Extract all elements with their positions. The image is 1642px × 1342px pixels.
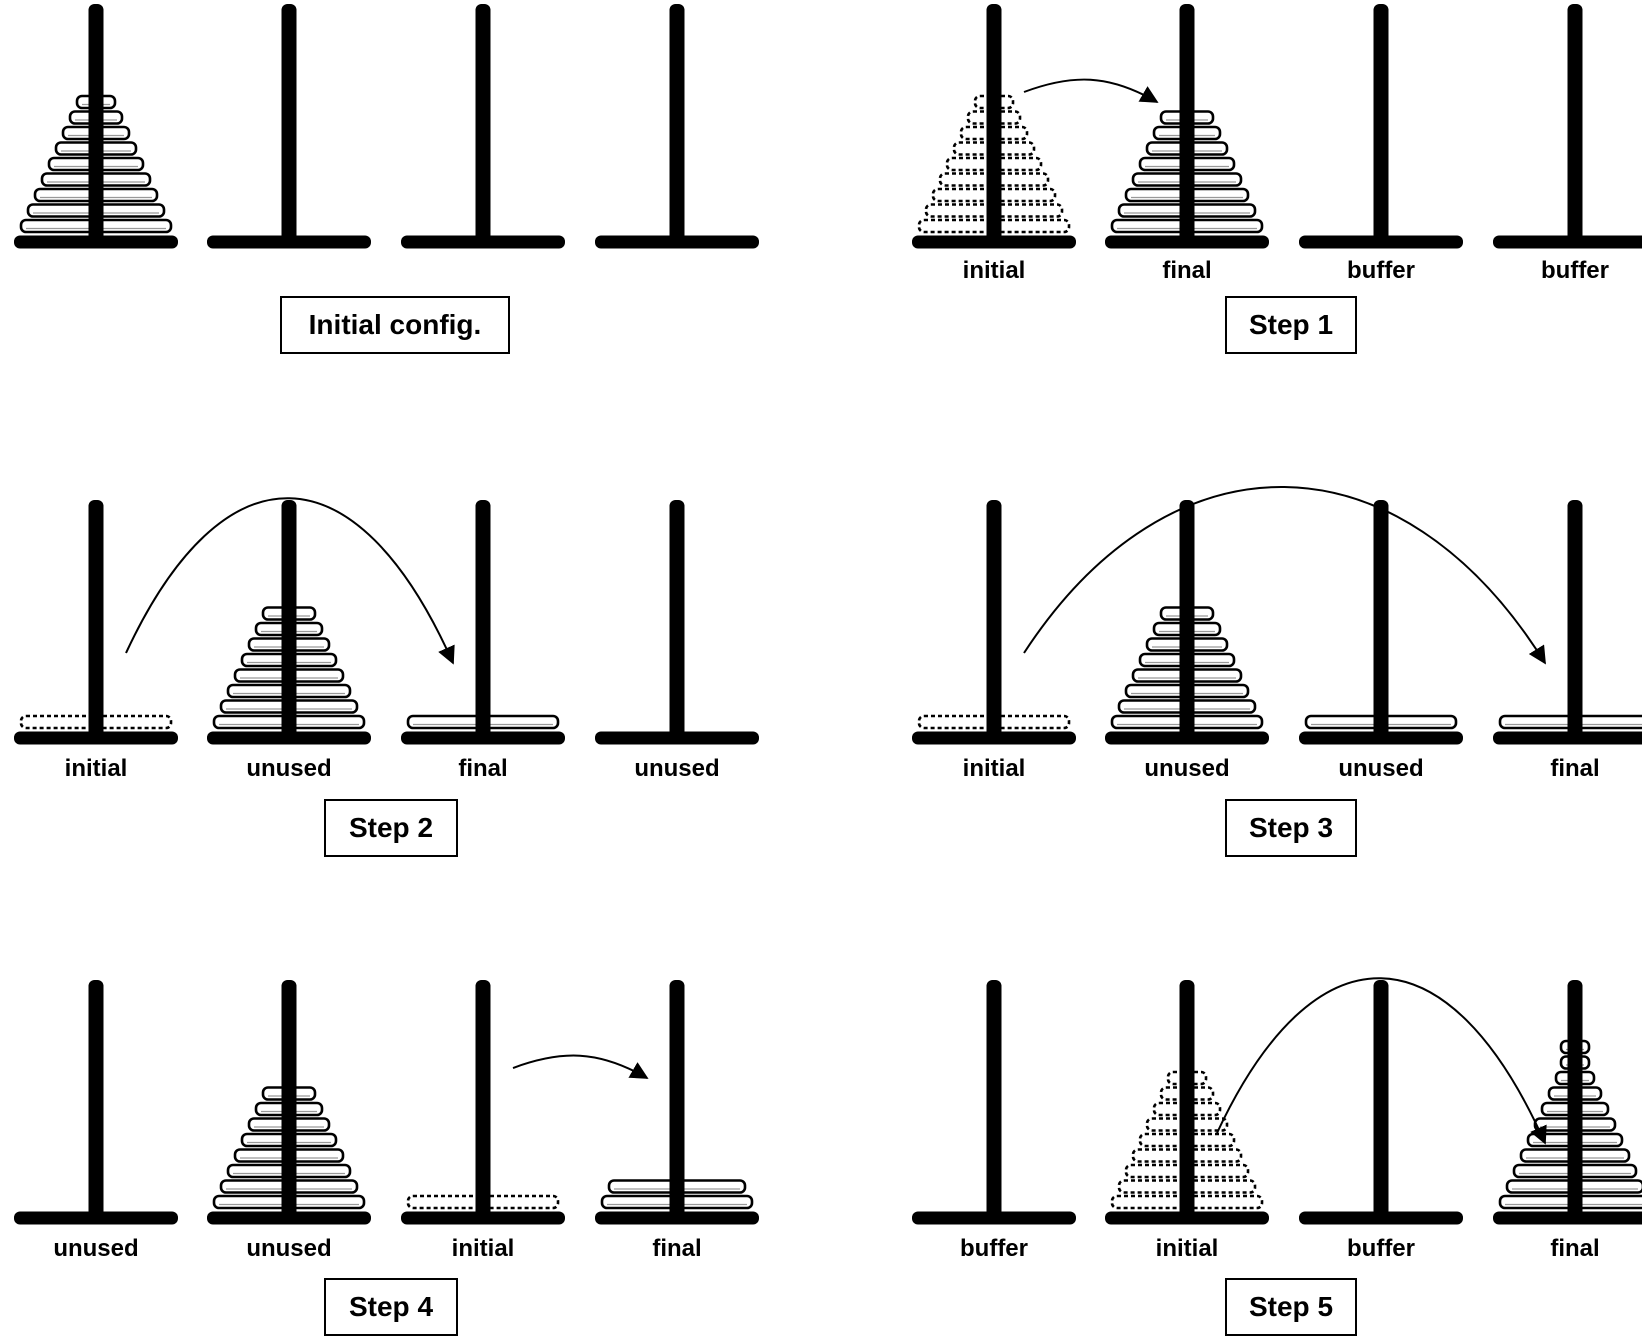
peg-post (1179, 980, 1195, 1218)
peg-post (88, 500, 104, 738)
peg-post (475, 4, 491, 242)
peg-label: unused (1338, 755, 1423, 782)
peg-post (1373, 980, 1389, 1218)
peg-post (1567, 500, 1583, 738)
peg-base (1493, 731, 1642, 745)
peg: initial (912, 500, 1076, 782)
peg: final (1105, 4, 1269, 284)
peg: initial (14, 500, 178, 782)
peg-label: final (1162, 257, 1211, 284)
peg: initial (912, 4, 1076, 284)
peg-label: initial (963, 755, 1026, 782)
peg: final (595, 980, 759, 1262)
panel-caption: Step 1 (1225, 296, 1357, 354)
peg: initial (401, 980, 565, 1262)
panel-3: initial unused final unused (14, 497, 759, 782)
peg-post (1373, 4, 1389, 242)
move-arrow (1023, 78, 1159, 103)
peg-post (475, 980, 491, 1218)
peg: unused (1299, 500, 1463, 782)
peg-post (281, 980, 297, 1218)
peg-post (1179, 500, 1195, 738)
peg-label: buffer (960, 1235, 1028, 1262)
move-arrow (512, 1054, 649, 1079)
panel-caption: Initial config. (280, 296, 510, 354)
peg-post (88, 4, 104, 242)
panel-caption: Step 5 (1225, 1278, 1357, 1336)
peg: buffer (912, 980, 1076, 1262)
panel-6: buffer initial buffer final (912, 977, 1642, 1262)
peg-label: unused (246, 1235, 331, 1262)
peg-label: unused (634, 755, 719, 782)
peg-post (986, 4, 1002, 242)
panel-caption: Step 3 (1225, 799, 1357, 857)
peg-label: final (458, 755, 507, 782)
peg-post (669, 980, 685, 1218)
peg-label: final (652, 1235, 701, 1262)
peg: unused (1105, 500, 1269, 782)
peg-post (1373, 500, 1389, 738)
peg-post (88, 980, 104, 1218)
peg-post (669, 500, 685, 738)
peg (401, 4, 565, 249)
peg: unused (14, 980, 178, 1262)
peg-label: unused (1144, 755, 1229, 782)
peg: buffer (1299, 980, 1463, 1262)
peg-post (986, 980, 1002, 1218)
peg: initial (1105, 980, 1269, 1262)
peg-label: buffer (1347, 1235, 1415, 1262)
panel-caption: Step 4 (324, 1278, 458, 1336)
panel-caption: Step 2 (324, 799, 458, 857)
peg-post (1567, 980, 1583, 1218)
peg: buffer (1493, 4, 1642, 284)
peg: final (1493, 980, 1642, 1262)
peg-base (1493, 1211, 1642, 1225)
peg: final (401, 500, 565, 782)
peg: final (1493, 500, 1642, 782)
move-arrow (125, 497, 455, 665)
peg-label: initial (452, 1235, 515, 1262)
move-arrow (1216, 977, 1547, 1145)
peg-label: unused (53, 1235, 138, 1262)
peg (14, 4, 178, 249)
peg-label: unused (246, 755, 331, 782)
panel-5: unused unused initial final (14, 980, 759, 1262)
peg: unused (207, 980, 371, 1262)
peg: buffer (1299, 4, 1463, 284)
peg-base (1493, 235, 1642, 249)
peg: unused (207, 500, 371, 782)
peg-label: final (1550, 755, 1599, 782)
peg-label: buffer (1541, 257, 1609, 284)
peg (207, 4, 371, 249)
panel-2: initial final buffer buffer (912, 4, 1642, 284)
peg: unused (595, 500, 759, 782)
peg-label: final (1550, 1235, 1599, 1262)
panel-1 (14, 4, 759, 249)
peg-label: initial (1156, 1235, 1219, 1262)
move-arrow (1023, 486, 1546, 665)
peg-post (475, 500, 491, 738)
peg-label: initial (65, 755, 128, 782)
peg-post (669, 4, 685, 242)
peg-label: initial (963, 257, 1026, 284)
peg-label: buffer (1347, 257, 1415, 284)
panel-4: initial unused unused final (912, 486, 1642, 782)
peg-post (281, 500, 297, 738)
peg-post (986, 500, 1002, 738)
peg-post (1179, 4, 1195, 242)
peg (595, 4, 759, 249)
peg-post (281, 4, 297, 242)
peg-post (1567, 4, 1583, 242)
